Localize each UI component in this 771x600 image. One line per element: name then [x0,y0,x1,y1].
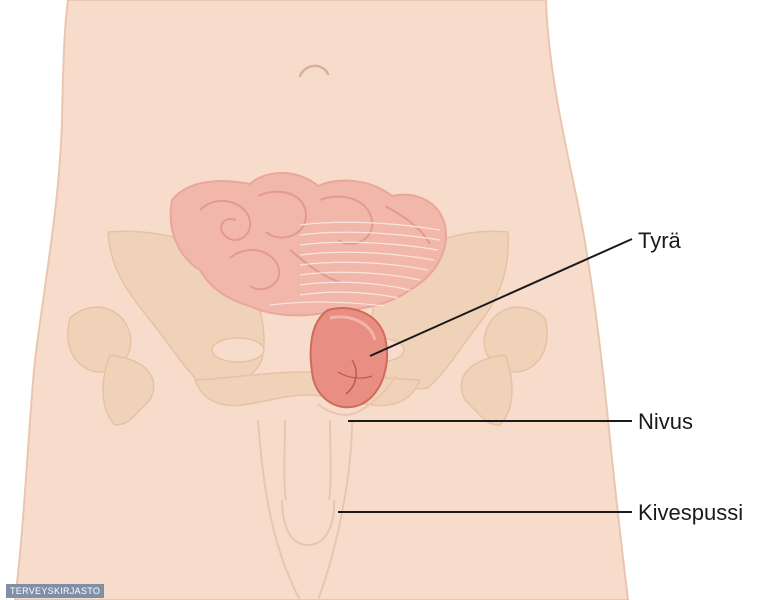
badge-logo-icon: ⓘ [92,585,101,598]
source-badge: TERVEYSKIRJASTO [6,584,104,598]
groin-label: Nivus [638,411,693,433]
hernia-label: Tyrä [638,230,681,252]
left-obturator [212,338,264,362]
scrotum-label: Kivespussi [638,502,743,524]
hernia-sac [311,308,387,407]
genitals [282,420,334,545]
